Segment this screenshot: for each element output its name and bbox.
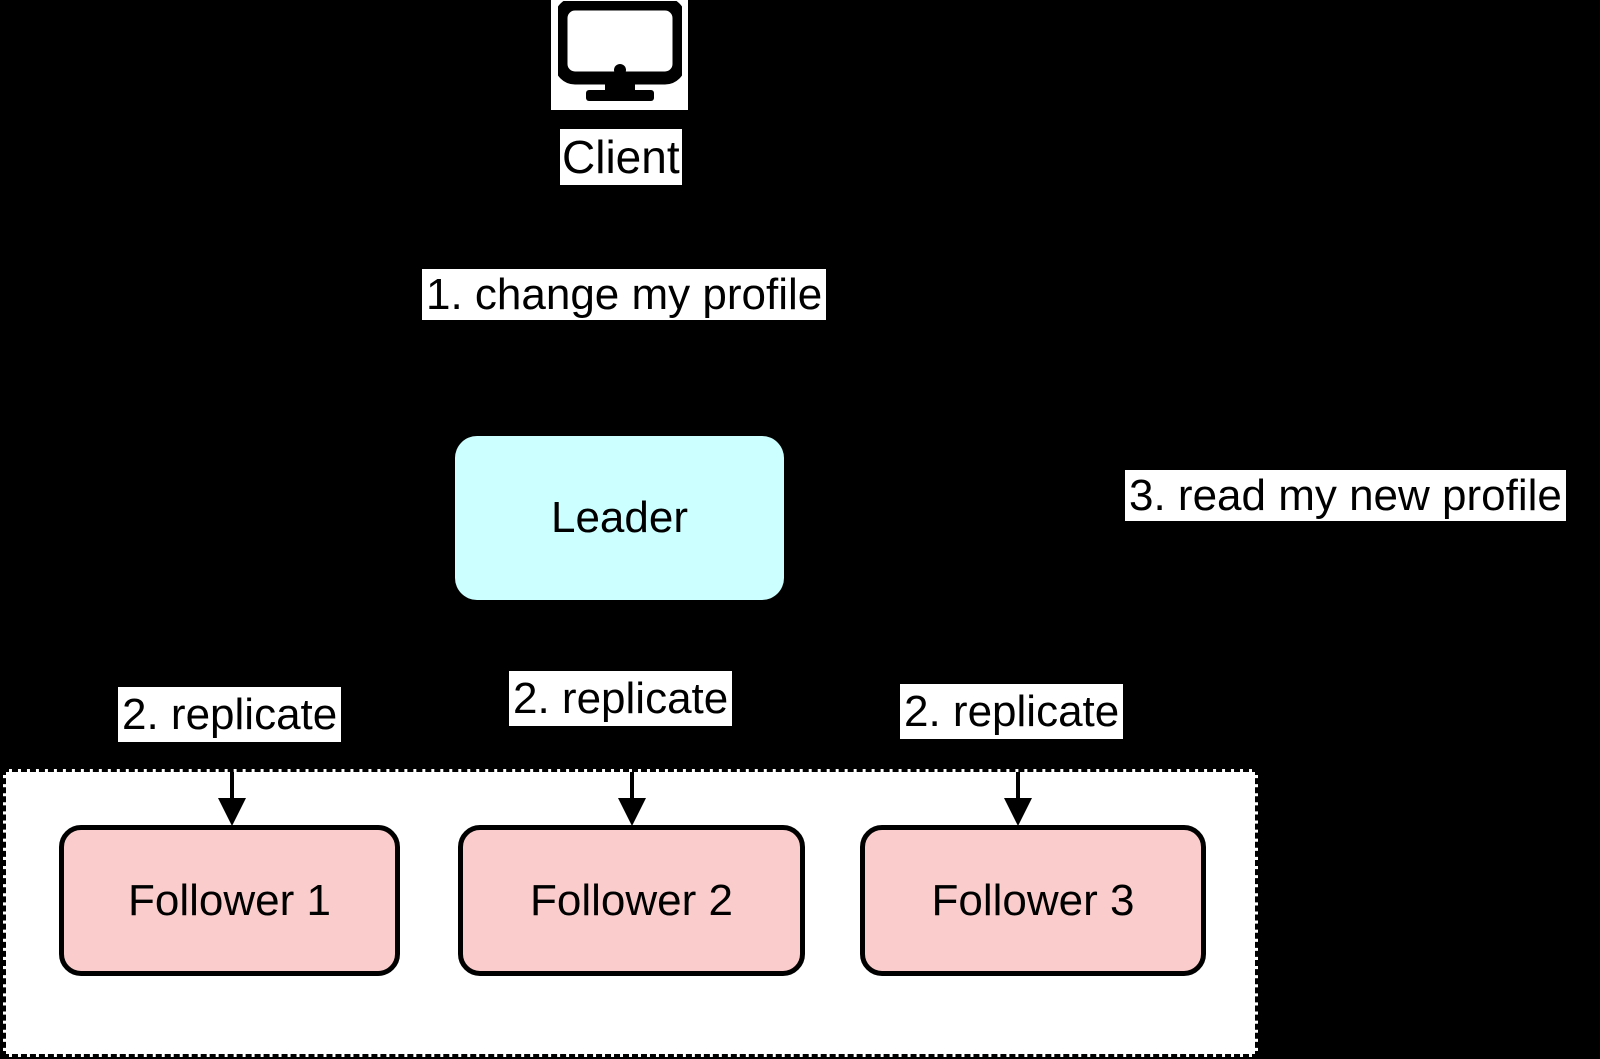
node-follower-2-label: Follower 2 xyxy=(530,875,733,925)
node-follower-2[interactable]: Follower 2 xyxy=(458,825,805,976)
replicate-label-2: 2. replicate xyxy=(509,671,733,726)
client-label: Client xyxy=(560,129,682,185)
step-3-label: 3. read my new profile xyxy=(1125,470,1566,521)
arrow-shaft xyxy=(630,772,634,802)
replicate-label-1: 2. replicate xyxy=(118,687,342,742)
node-follower-3[interactable]: Follower 3 xyxy=(860,825,1206,976)
node-follower-1[interactable]: Follower 1 xyxy=(59,825,400,976)
replicate-label-3: 2. replicate xyxy=(900,684,1124,739)
node-leader-label: Leader xyxy=(550,493,688,542)
node-follower-1-label: Follower 1 xyxy=(128,875,331,925)
desktop-monitor-icon xyxy=(551,0,688,110)
arrow-head xyxy=(1004,798,1032,826)
arrow-head xyxy=(618,798,646,826)
arrow-shaft xyxy=(230,772,234,802)
step-1-label: 1. change my profile xyxy=(422,269,827,320)
node-follower-3-label: Follower 3 xyxy=(931,875,1135,925)
arrow-shaft xyxy=(1016,772,1020,802)
node-leader[interactable]: Leader xyxy=(455,436,784,600)
arrow-head xyxy=(218,798,246,826)
